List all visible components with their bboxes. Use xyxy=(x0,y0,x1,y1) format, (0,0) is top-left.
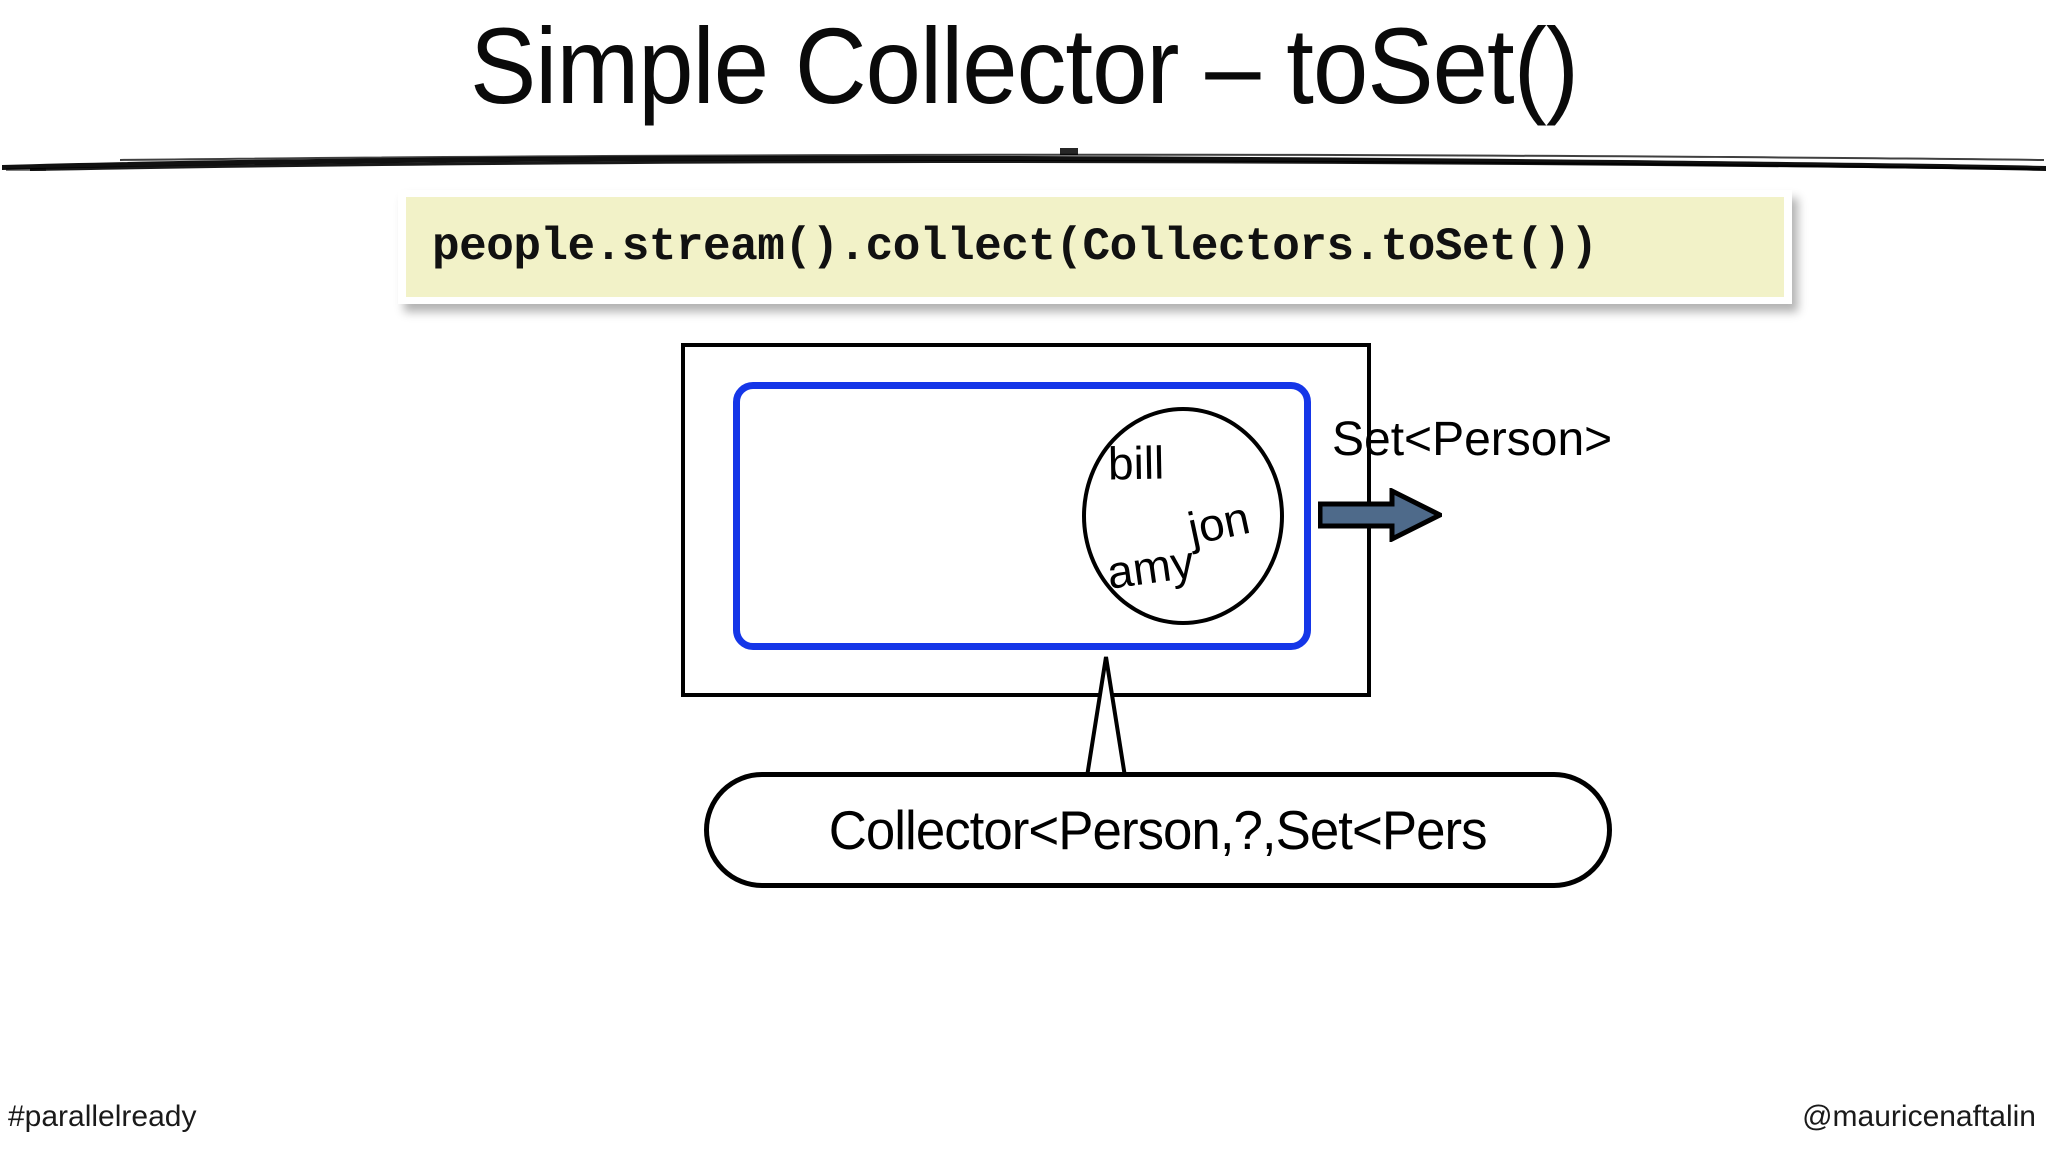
pipeline-box xyxy=(733,382,1311,650)
page-title: Simple Collector – toSet() xyxy=(469,5,1579,126)
title-divider xyxy=(2,148,2046,171)
result-type-label: Set<Person> xyxy=(1332,413,1613,466)
element-label-bill: bill xyxy=(1107,436,1165,490)
code-block-surface: people.stream().collect(Collectors.toSet… xyxy=(406,197,1784,297)
footer-handle: @mauricenaftalin xyxy=(1802,1100,2036,1133)
callout-box: Collector<Person,?,Set<Pers xyxy=(704,772,1612,888)
element-label-amy: amy xyxy=(1103,535,1198,599)
result-arrow-icon xyxy=(1318,488,1442,542)
callout-text: Collector<Person,?,Set<Pers xyxy=(829,799,1488,861)
element-label-jon: jon xyxy=(1183,491,1255,555)
elements-circle xyxy=(1082,407,1284,625)
code-block: people.stream().collect(Collectors.toSet… xyxy=(398,190,1792,304)
callout-pointer xyxy=(1083,656,1145,785)
code-text: people.stream().collect(Collectors.toSet… xyxy=(432,221,1598,273)
footer-hashtag: #parallelready xyxy=(8,1100,197,1133)
